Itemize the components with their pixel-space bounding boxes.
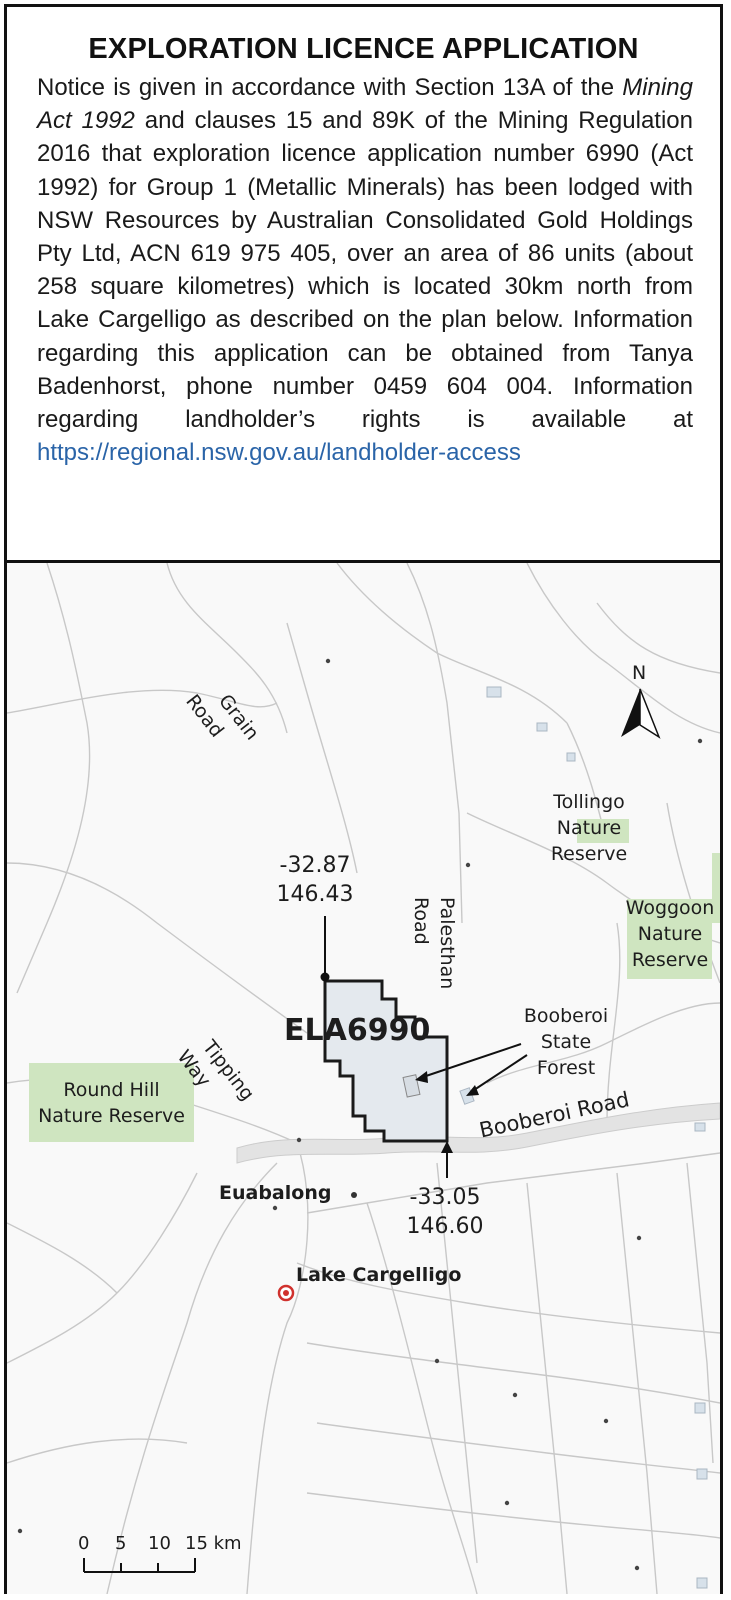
forest-arrowhead-2 xyxy=(466,1085,479,1096)
coord-se-label: -33.05 146.60 xyxy=(406,1185,484,1239)
booberoi-forest-label: Booberoi State Forest xyxy=(523,1005,609,1079)
notice-frame: EXPLORATION LICENCE APPLICATION Notice i… xyxy=(4,4,723,1594)
scale-bar xyxy=(83,1558,196,1573)
north-arrow-right xyxy=(639,688,661,739)
minor-roads xyxy=(7,563,720,1594)
forest-arrow-line-1 xyxy=(419,1043,522,1079)
coord-nw-dot xyxy=(320,972,330,982)
round-hill-reserve-label: Round Hill Nature Reserve xyxy=(38,1079,185,1127)
licence-inner-feature xyxy=(402,1074,421,1098)
scale-tick-0: 0 xyxy=(78,1533,90,1554)
act-name: Mining Act 1992 xyxy=(37,74,693,135)
licence-area xyxy=(323,979,449,1143)
notice-text-main: and clauses 15 and 89K of the Mining Reg… xyxy=(37,107,693,434)
landholder-access-link[interactable]: https://regional.nsw.gov.au/landholder-a… xyxy=(37,439,521,467)
notice-title: EXPLORATION LICENCE APPLICATION xyxy=(88,33,639,65)
coord-se-arrowhead xyxy=(441,1141,453,1153)
scale-tick-15km: 15 km xyxy=(185,1533,242,1554)
lake-cargelligo-marker-dot xyxy=(283,1290,289,1296)
palesthan-road-label: Palesthan Road xyxy=(410,897,458,990)
woggoon-reserve-area xyxy=(627,899,712,979)
river-corridor xyxy=(236,1102,720,1164)
woggoon-reserve-label: Woggoon Nature Reserve xyxy=(625,897,715,971)
north-label: N xyxy=(632,662,647,684)
round-hill-reserve-area xyxy=(29,1063,194,1142)
location-map: N Grain Road Palesthan Road Tipping Way … xyxy=(7,563,720,1594)
licence-label: ELA6990 xyxy=(284,1013,431,1048)
north-arrow-left xyxy=(621,689,640,737)
scale-tick-10: 10 xyxy=(148,1533,171,1554)
coord-nw-label: -32.87 146.43 xyxy=(276,853,354,907)
notice-section: EXPLORATION LICENCE APPLICATION Notice i… xyxy=(7,7,720,563)
forest-arrowhead-1 xyxy=(415,1071,428,1083)
tollingo-reserve-label: Tollingo Nature Reserve xyxy=(550,791,628,865)
notice-text-intro: Notice is given in accordance with Secti… xyxy=(37,74,623,101)
notice-body: Notice is given in accordance with Secti… xyxy=(37,71,693,469)
locality-dots xyxy=(17,658,703,1571)
tollingo-reserve-area xyxy=(577,819,629,843)
scale-tick-5: 5 xyxy=(115,1533,127,1554)
euabalong-label: Euabalong xyxy=(219,1182,332,1204)
map-graphics xyxy=(7,563,720,1594)
euabalong-marker xyxy=(351,1192,357,1198)
edge-reserve-area xyxy=(712,853,720,923)
forest-arrow-line-2 xyxy=(470,1054,528,1093)
lake-cargelligo-label: Lake Cargelligo xyxy=(296,1264,462,1286)
